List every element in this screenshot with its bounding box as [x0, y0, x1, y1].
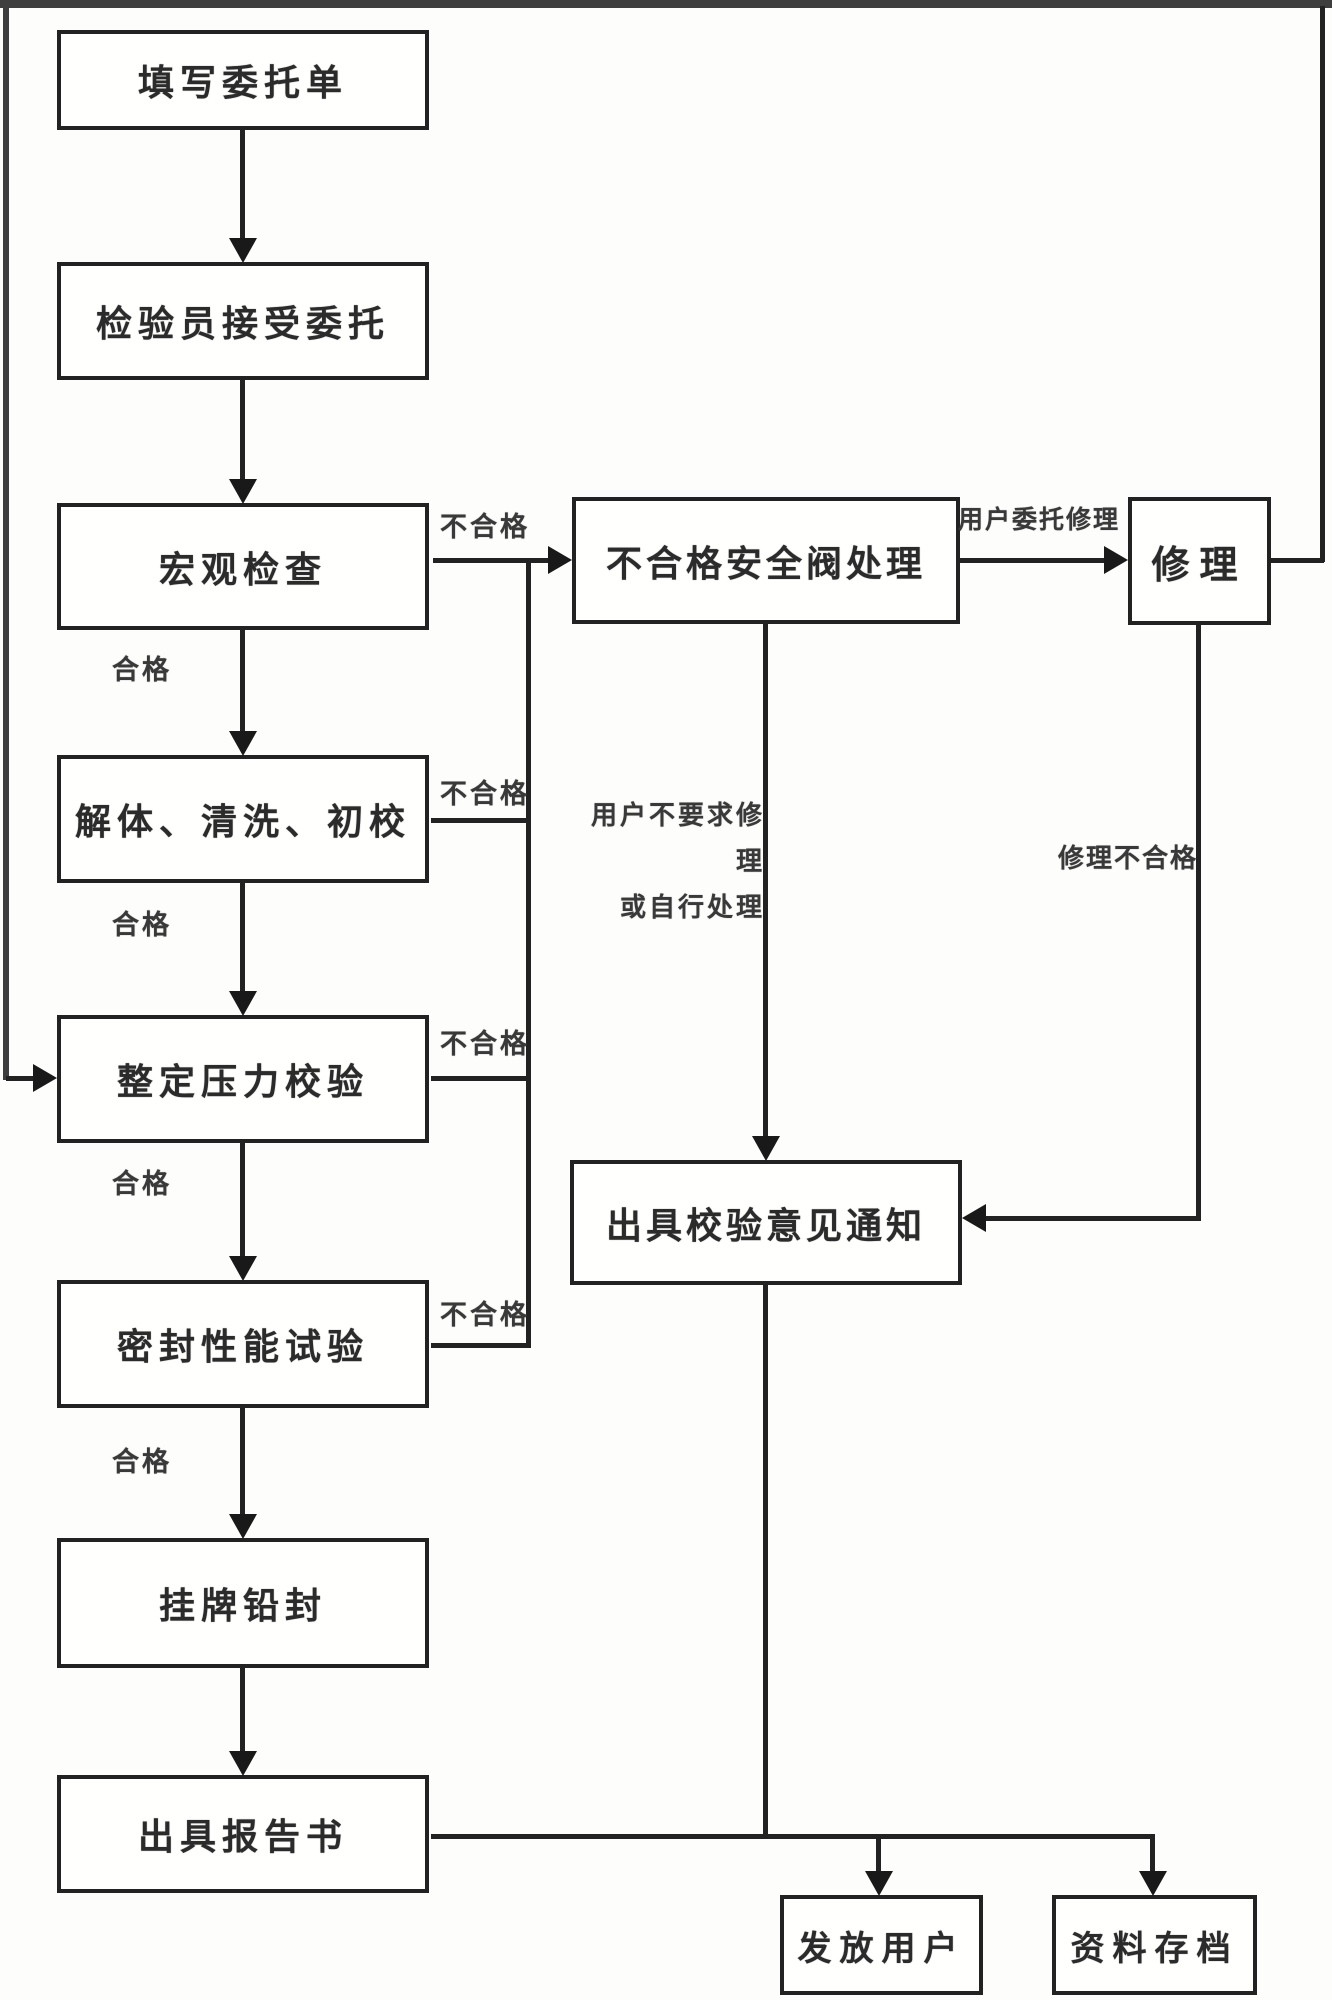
node-unqualified-valve-label: 不合格安全阀处理 [605, 542, 926, 584]
edge-repair-loop [1271, 558, 1324, 563]
node-archive: 资料存档 [1052, 1895, 1257, 1995]
arrow-into-set-pressure-icon [33, 1064, 57, 1092]
arrow-down-icon [229, 479, 257, 504]
edge-fillform-accept [240, 130, 245, 238]
loop-top-line [0, 0, 1332, 8]
label-fail-disassemble: 不合格 [440, 779, 530, 809]
edge-sealtest-tagseal [240, 1408, 245, 1514]
node-repair-label: 修理 [1151, 544, 1248, 587]
node-tag-lead-seal: 挂牌铅封 [57, 1538, 429, 1668]
node-macro-inspect-label: 宏观检查 [158, 548, 327, 590]
label-pass-setpressure: 合格 [112, 1169, 172, 1199]
node-inspector-accept: 检验员接受委托 [57, 262, 429, 380]
arrow-down-icon [865, 1871, 893, 1896]
node-inspector-accept-label: 检验员接受委托 [95, 303, 390, 344]
node-tag-seal-label: 挂牌铅封 [158, 1585, 327, 1626]
label-pass-sealtest: 合格 [112, 1447, 172, 1477]
node-disassemble-clean-precheck: 解体、清洗、初校 [57, 755, 429, 883]
node-set-pressure-label: 整定压力校验 [116, 1061, 369, 1102]
label-fail-setpressure: 不合格 [440, 1029, 530, 1059]
fail-collector-line [526, 558, 531, 1348]
loop-return-line [6, 1076, 36, 1081]
arrow-right-icon [548, 546, 572, 574]
node-disassemble-label: 解体、清洗、初校 [74, 801, 411, 842]
edge-handle-repair [960, 558, 1106, 563]
node-deliver-to-user: 发放用户 [780, 1895, 983, 1995]
label-user-entrust-repair: 用户委托修理 [958, 506, 1121, 534]
edge-sealtest-fail [431, 1343, 531, 1348]
edge-handle-notice [763, 624, 768, 1138]
node-issue-report: 出具报告书 [57, 1775, 429, 1893]
edge-disassemble-setpressure [240, 883, 245, 991]
arrow-left-icon [962, 1204, 986, 1232]
node-fill-form: 填写委托单 [57, 30, 429, 130]
edge-macro-disassemble [240, 630, 245, 731]
label-fail-macro: 不合格 [440, 512, 530, 542]
node-verify-notice-label: 出具校验意见通知 [605, 1204, 926, 1246]
loop-left-line [3, 6, 9, 1080]
node-unqualified-valve-handle: 不合格安全阀处理 [572, 497, 960, 624]
edge-tagseal-report [240, 1668, 245, 1751]
arrow-down-icon [229, 1751, 257, 1776]
node-set-pressure-verify: 整定压力校验 [57, 1015, 429, 1143]
arrow-down-icon [229, 731, 257, 756]
edge-macro-fail [433, 558, 550, 563]
edge-repairfail-horiz [986, 1216, 1199, 1221]
arrow-down-icon [229, 1514, 257, 1539]
node-seal-test-label: 密封性能试验 [116, 1326, 369, 1367]
edge-notice-rail [763, 1285, 768, 1838]
label-user-no-repair: 用户不要求修理 或自行处理 [572, 792, 765, 930]
bottom-rail-line [431, 1834, 1155, 1839]
node-repair: 修理 [1128, 497, 1271, 625]
edge-disassemble-fail [431, 818, 531, 823]
label-pass-disassemble: 合格 [112, 910, 172, 940]
edge-setpressure-fail [431, 1076, 531, 1081]
label-repair-unqualified: 修理不合格 [1058, 843, 1199, 873]
arrow-down-icon [229, 991, 257, 1016]
arrow-right-icon [1104, 546, 1128, 574]
arrow-down-icon [229, 1256, 257, 1281]
label-pass-macro: 合格 [112, 655, 172, 685]
edge-setpressure-sealtest [240, 1143, 245, 1256]
node-issue-report-label: 出具报告书 [137, 1816, 348, 1857]
loop-right-line [1320, 6, 1325, 562]
node-deliver-user-label: 发放用户 [797, 1929, 966, 1968]
arrow-down-icon [1139, 1871, 1167, 1896]
node-archive-label: 资料存档 [1070, 1929, 1239, 1968]
label-user-no-repair-line1: 用户不要求修理 [590, 800, 765, 876]
arrow-down-icon [229, 238, 257, 263]
node-fill-form-label: 填写委托单 [137, 62, 348, 103]
node-macro-inspect: 宏观检查 [57, 503, 429, 630]
node-seal-performance-test: 密封性能试验 [57, 1280, 429, 1408]
label-user-no-repair-line2: 或自行处理 [619, 892, 765, 922]
edge-rail-user [876, 1839, 881, 1871]
edge-accept-macro [240, 380, 245, 479]
node-issue-verify-notice: 出具校验意见通知 [570, 1160, 962, 1285]
edge-rail-archive [1150, 1839, 1155, 1871]
arrow-down-icon [752, 1136, 780, 1161]
label-fail-sealtest: 不合格 [440, 1300, 530, 1330]
edge-repairfail-vert [1196, 625, 1201, 1221]
